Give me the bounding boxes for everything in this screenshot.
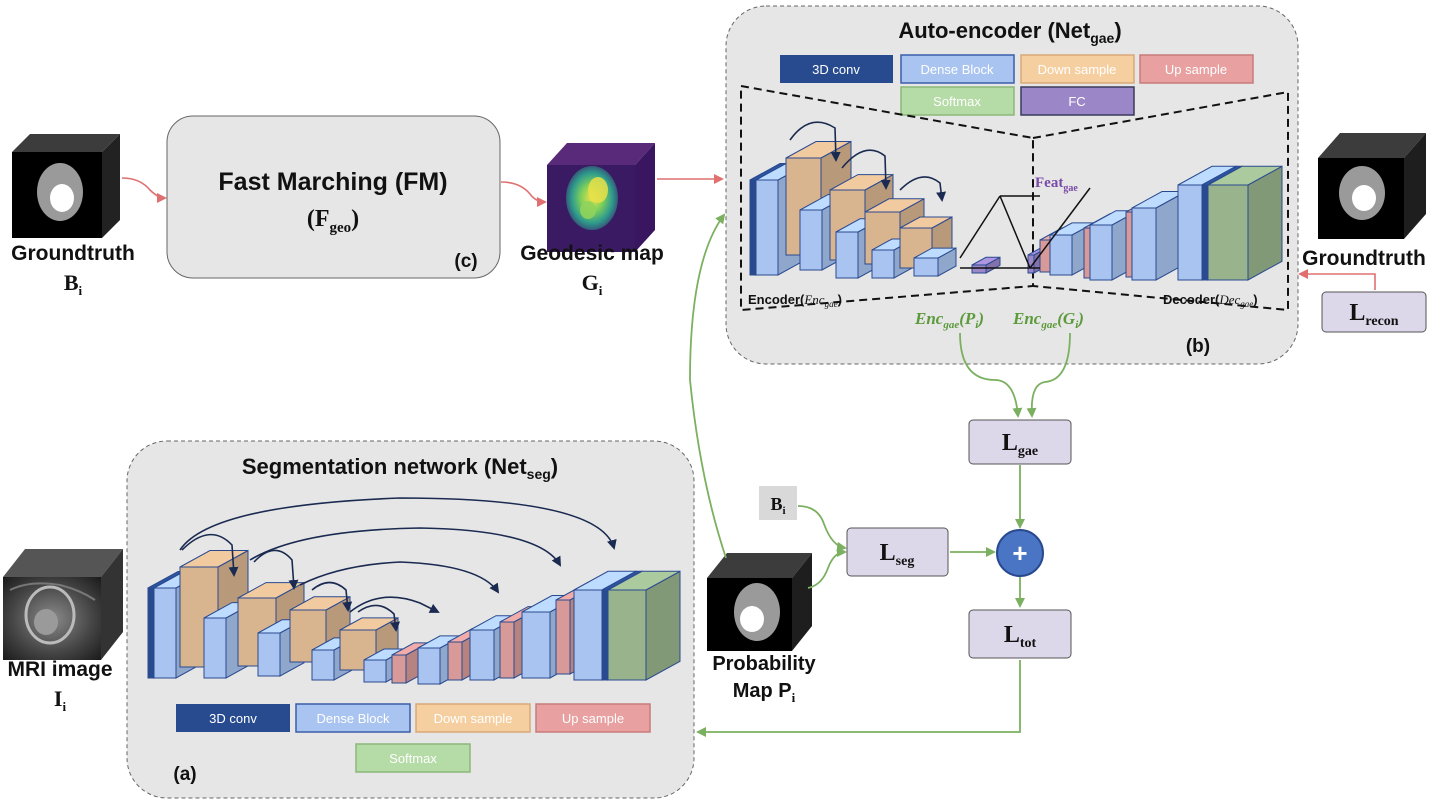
fm-panel bbox=[166, 115, 501, 279]
groundtruth-left-image bbox=[12, 134, 120, 238]
autoencoder-tag: (b) bbox=[1186, 336, 1210, 357]
geodesic-map-label: Geodesic map bbox=[520, 242, 664, 265]
groundtruth-left-label: Groundtruth bbox=[11, 242, 135, 265]
ae-bottleneck-lines bbox=[959, 187, 1091, 269]
encoder-label: Encoder(Encgae) bbox=[748, 292, 842, 309]
seg-legend-softmax bbox=[355, 743, 471, 773]
arrow-fm-to-geo bbox=[500, 181, 547, 207]
l-recon-box bbox=[1321, 291, 1427, 333]
sum-node bbox=[996, 529, 1044, 577]
svg-text:Dense Block: Dense Block bbox=[317, 711, 390, 726]
ae-legend-dense bbox=[900, 54, 1015, 84]
segnet-title: Segmentation network (Netseg) bbox=[242, 454, 558, 482]
arrow-ltot-to-segnet bbox=[696, 660, 1021, 737]
ae-legend-softmax bbox=[900, 86, 1015, 116]
svg-text:Softmax: Softmax bbox=[933, 94, 981, 109]
svg-text:Down sample: Down sample bbox=[434, 711, 513, 726]
seg-skip-arrows bbox=[179, 497, 617, 632]
l-seg-label: Lseg bbox=[880, 540, 915, 569]
ae-dec-softmax bbox=[1207, 165, 1283, 281]
arrow-gt-to-recon bbox=[1298, 269, 1376, 290]
seg-legend-dense bbox=[295, 703, 411, 733]
ae-enc-fc bbox=[971, 256, 1001, 274]
arrow-gt-to-fm bbox=[121, 177, 167, 203]
fm-tag: (c) bbox=[454, 251, 477, 272]
svg-text:Dense Block: Dense Block bbox=[921, 62, 994, 77]
geodesic-map-image bbox=[547, 143, 655, 252]
ae-legend: 3D conv Dense Block Down sample Up sampl… bbox=[780, 54, 1254, 116]
ae-legend-up bbox=[1139, 54, 1254, 84]
l-tot-label: Ltot bbox=[1004, 622, 1037, 651]
groundtruth-right-image bbox=[1318, 133, 1426, 239]
ae-skip-arrows bbox=[789, 121, 947, 202]
decoder-label: Decoder(Decgae) bbox=[1163, 292, 1258, 309]
b-input-box bbox=[759, 486, 797, 520]
seg-legend-up bbox=[535, 703, 651, 733]
seg-legend: 3D conv Dense Block Down sample Up sampl… bbox=[176, 703, 651, 773]
arrow-prob-to-ae bbox=[689, 213, 727, 559]
seg-blocks bbox=[147, 549, 681, 685]
feat-gae-label: Featgae bbox=[1035, 175, 1078, 194]
svg-text:Softmax: Softmax bbox=[389, 751, 437, 766]
svg-text:3D conv: 3D conv bbox=[209, 711, 257, 726]
fm-title: Fast Marching (FM) bbox=[218, 168, 447, 196]
probability-map-label-1: Probability bbox=[712, 653, 816, 675]
ae-legend-down bbox=[1020, 54, 1135, 84]
sum-symbol: + bbox=[1012, 538, 1027, 568]
enc-g-label: Encgae(Gi) bbox=[1012, 309, 1084, 331]
svg-text:3D conv: 3D conv bbox=[812, 62, 860, 77]
mri-label: MRI image bbox=[7, 658, 112, 681]
l-tot-box bbox=[968, 609, 1072, 659]
segnet-tag: (a) bbox=[173, 764, 196, 785]
arrow-prob-to-lseg bbox=[807, 547, 847, 589]
svg-text:Up sample: Up sample bbox=[1165, 62, 1227, 77]
ae-blocks bbox=[749, 140, 1283, 281]
svg-text:Up sample: Up sample bbox=[562, 711, 624, 726]
mri-image bbox=[3, 549, 123, 660]
ae-legend-conv bbox=[780, 55, 893, 83]
ae-legend-fc bbox=[1020, 86, 1135, 116]
seg-legend-down bbox=[415, 703, 531, 733]
l-seg-box bbox=[846, 527, 949, 577]
enc-p-label: Encgae(Pi) bbox=[914, 309, 984, 331]
seg-legend-conv bbox=[176, 704, 290, 732]
mri-symbol: Ii bbox=[54, 686, 67, 714]
fm-formula: (Fgeo) bbox=[307, 206, 359, 236]
arrow-encp-to-lgae bbox=[959, 332, 1023, 418]
svg-text:FC: FC bbox=[1068, 94, 1085, 109]
svg-text:Down sample: Down sample bbox=[1038, 62, 1117, 77]
red-arrows bbox=[121, 174, 1376, 290]
decoder-frame bbox=[1032, 90, 1289, 312]
groundtruth-left-symbol: Bi bbox=[64, 270, 83, 298]
geodesic-map-symbol: Gi bbox=[582, 270, 603, 298]
ae-enc-dense-5 bbox=[913, 247, 957, 277]
l-gae-label: Lgae bbox=[1002, 430, 1038, 459]
arrow-encg-to-lgae bbox=[1026, 332, 1071, 418]
probability-map-image bbox=[707, 553, 812, 651]
b-input-label: Bi bbox=[770, 494, 785, 517]
groundtruth-right-label: Groundtruth bbox=[1302, 247, 1426, 270]
autoencoder-title: Auto-encoder (Netgae) bbox=[898, 18, 1121, 46]
arrow-b-to-lseg bbox=[797, 505, 847, 552]
seg-softmax bbox=[607, 570, 681, 681]
l-recon-label: Lrecon bbox=[1349, 300, 1398, 329]
probability-map-label-2: Map Pi bbox=[733, 680, 796, 705]
l-gae-box bbox=[968, 419, 1072, 465]
green-arrows bbox=[689, 213, 1071, 737]
